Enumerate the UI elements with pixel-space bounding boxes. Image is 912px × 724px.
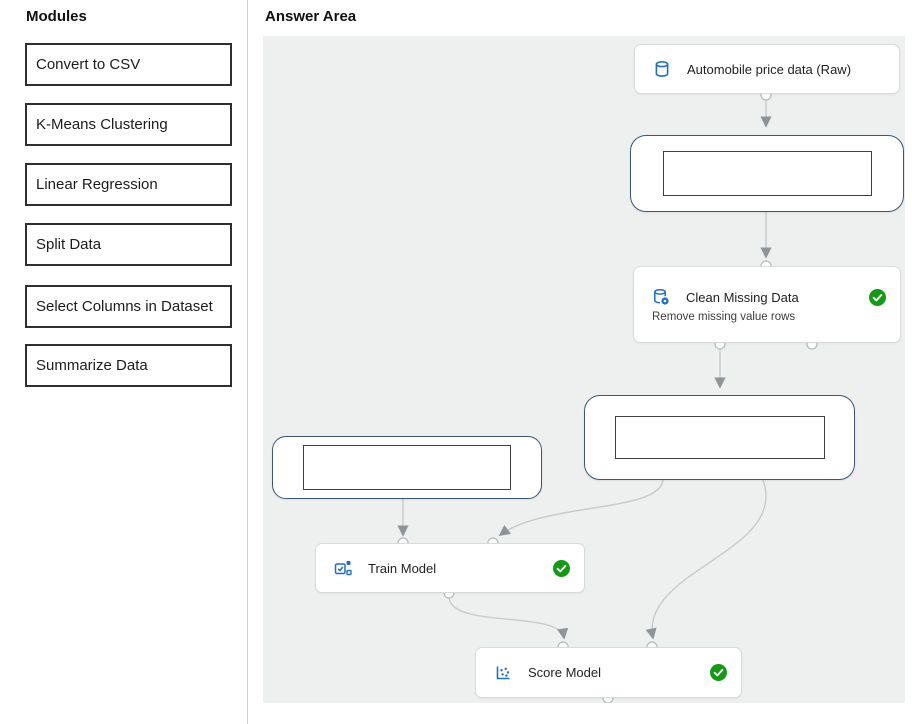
module-item-label: Select Columns in Dataset	[36, 298, 213, 315]
dropzone-left[interactable]	[272, 436, 542, 499]
dropzone-slot[interactable]	[303, 445, 511, 490]
node-clean-missing-data[interactable]: Clean Missing Data Remove missing value …	[633, 266, 901, 343]
node-label: Score Model	[528, 665, 601, 680]
success-check-icon	[869, 288, 886, 306]
module-item-split-data[interactable]: Split Data	[25, 223, 232, 266]
module-item-linear-regression[interactable]: Linear Regression	[25, 163, 232, 206]
node-label: Automobile price data (Raw)	[687, 61, 852, 77]
module-item-label: Split Data	[36, 236, 102, 253]
dropzone-after-dataset[interactable]	[630, 135, 904, 212]
module-item-label: K-Means Clustering	[36, 116, 168, 133]
score-model-icon	[496, 666, 510, 679]
pipeline-canvas: Automobile price data (Raw) Clean Missin…	[263, 36, 905, 703]
node-score-model[interactable]: Score Model	[475, 647, 742, 698]
edge-train-to-score	[448, 597, 569, 640]
node-label: Train Model	[368, 560, 437, 576]
clean-missing-data-icon	[654, 288, 669, 305]
panel-divider	[247, 0, 248, 724]
node-dataset[interactable]: Automobile price data (Raw)	[634, 44, 900, 94]
module-item-select-columns-in-dataset[interactable]: Select Columns in Dataset	[25, 285, 232, 328]
answer-area-title: Answer Area	[265, 8, 357, 25]
database-icon	[655, 60, 669, 77]
success-check-icon	[553, 559, 570, 577]
edge-dropzone2-to-score	[645, 479, 767, 640]
modules-panel-title: Modules	[26, 8, 87, 25]
module-item-label: Convert to CSV	[36, 56, 141, 73]
module-item-summarize-data[interactable]: Summarize Data	[25, 344, 232, 387]
module-item-k-means-clustering[interactable]: K-Means Clustering	[25, 103, 232, 146]
edge-dropzone2-to-train	[498, 479, 664, 536]
train-model-icon	[334, 561, 352, 576]
module-item-label: Summarize Data	[36, 357, 148, 374]
node-train-model[interactable]: Train Model	[315, 543, 585, 593]
dropzone-after-clean[interactable]	[584, 395, 855, 480]
dropzone-slot[interactable]	[614, 416, 825, 459]
module-item-label: Linear Regression	[36, 176, 158, 193]
node-label: Clean Missing Data	[686, 289, 799, 305]
success-check-icon	[710, 664, 727, 681]
module-item-convert-to-csv[interactable]: Convert to CSV	[25, 43, 232, 86]
dropzone-slot[interactable]	[662, 151, 872, 196]
node-sublabel: Remove missing value rows	[652, 311, 796, 323]
